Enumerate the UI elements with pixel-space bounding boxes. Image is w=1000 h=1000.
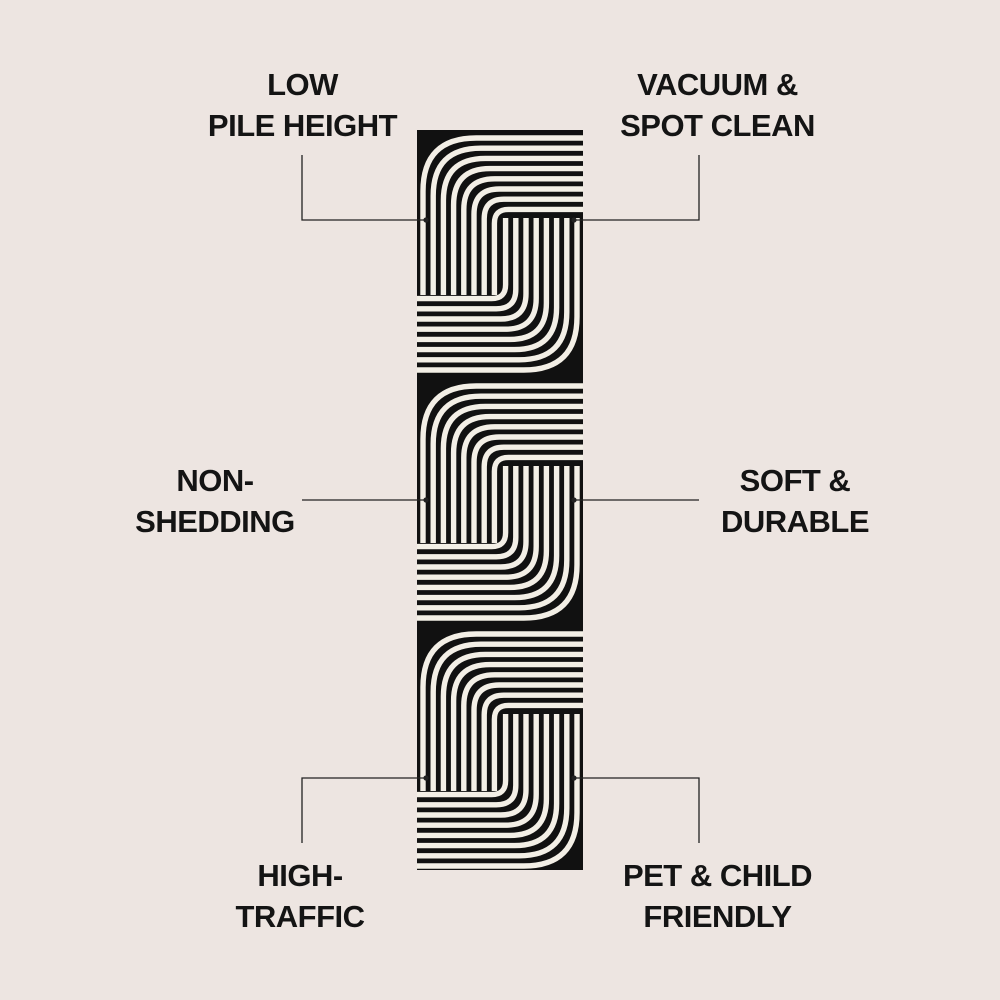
feature-soft-durable: SOFT & DURABLE: [700, 460, 890, 542]
rug-stripe: [417, 218, 529, 322]
rug-stripe: [420, 383, 583, 543]
feature-label-line: SHEDDING: [135, 504, 295, 539]
rug-stripe: [471, 434, 583, 543]
rug-pattern-repeat: [417, 631, 583, 875]
rug-stripe: [450, 413, 583, 543]
feature-label-line: FRIENDLY: [643, 899, 792, 934]
rug-stripe: [417, 218, 580, 373]
leader-vacuum: [574, 155, 700, 221]
rug-stripe: [481, 444, 583, 543]
rug-stripe: [417, 466, 529, 570]
rug-stripe: [471, 682, 583, 791]
rug-stripe: [461, 672, 583, 791]
rug-stripe: [430, 145, 583, 295]
rug-stripe: [471, 186, 583, 295]
rug-repeat-divider: [417, 375, 583, 379]
rug-stripe: [481, 692, 583, 791]
rug-stripe: [417, 218, 539, 332]
rug-stripe: [417, 218, 570, 363]
feature-non-shedding: NON- SHEDDING: [110, 460, 320, 542]
rug-stripe: [417, 466, 580, 621]
rug-stripe: [440, 155, 583, 295]
rug-stripe: [417, 466, 509, 550]
rug-stripe: [417, 218, 519, 312]
feature-label-line: SOFT &: [739, 463, 851, 498]
leader-pet: [574, 777, 700, 843]
rug-stripe: [430, 641, 583, 791]
leader-dot: [423, 497, 429, 503]
rug-stripe: [417, 714, 539, 828]
rug-stripe: [491, 454, 583, 543]
feature-label-line: VACUUM &: [637, 67, 798, 102]
rug-stripe: [440, 651, 583, 791]
leader-dot: [571, 497, 577, 503]
feature-label-line: HIGH-: [257, 858, 343, 893]
leader-dot: [423, 217, 429, 223]
feature-label-line: LOW: [267, 67, 338, 102]
feature-label-line: TRAFFIC: [235, 899, 365, 934]
leader-dot: [571, 217, 577, 223]
rug-stripe: [461, 176, 583, 295]
leader-low-pile: [301, 155, 426, 221]
feature-label-line: SPOT CLEAN: [620, 108, 815, 143]
rug-stripe: [420, 135, 583, 295]
rug-stripe: [417, 714, 570, 859]
rug-stripe: [491, 702, 583, 791]
feature-vacuum-spot-clean: VACUUM & SPOT CLEAN: [600, 64, 835, 146]
rug-stripe: [417, 714, 529, 818]
rug-stripe: [417, 466, 550, 591]
rug-stripe: [417, 466, 570, 611]
rug-stripe: [417, 714, 509, 798]
leader-dot: [423, 775, 429, 781]
leader-high-traffic: [301, 777, 426, 843]
rug-pattern-repeat: [417, 135, 583, 379]
leader-dot: [571, 775, 577, 781]
rug-stripe: [417, 218, 509, 302]
feature-label-line: DURABLE: [720, 504, 870, 539]
rug-stripe: [461, 424, 583, 543]
rug-stripe: [417, 218, 550, 343]
feature-high-traffic: HIGH- TRAFFIC: [200, 855, 400, 937]
rug-repeat-divider: [417, 871, 583, 875]
feature-label-line: PILE HEIGHT: [207, 108, 398, 143]
rug-stripe: [417, 466, 560, 601]
rug-stripe: [417, 466, 539, 580]
rug-stripe: [417, 218, 560, 353]
rug-stripe: [491, 206, 583, 295]
rug-stripe: [450, 165, 583, 295]
rug-stripe: [430, 393, 583, 543]
leader-lines: [301, 155, 700, 843]
rug-stripe: [440, 403, 583, 543]
feature-label-line: PET & CHILD: [622, 858, 813, 893]
rug-repeat-divider: [417, 623, 583, 627]
rug-stripe: [417, 714, 560, 849]
rug-stripe: [417, 714, 550, 839]
feature-pet-child-friendly: PET & CHILD FRIENDLY: [600, 855, 835, 937]
rug-stripe: [420, 631, 583, 791]
rug-pattern-repeat: [417, 383, 583, 627]
rug-stripe: [417, 714, 580, 869]
feature-low-pile-height: LOW PILE HEIGHT: [190, 64, 415, 146]
rug-stripe: [450, 661, 583, 791]
rug-stripe: [481, 196, 583, 295]
rug-stripe: [417, 714, 519, 808]
rug-stripe: [417, 466, 519, 560]
rug-runner-image: [417, 130, 583, 875]
feature-label-line: NON-: [176, 463, 254, 498]
